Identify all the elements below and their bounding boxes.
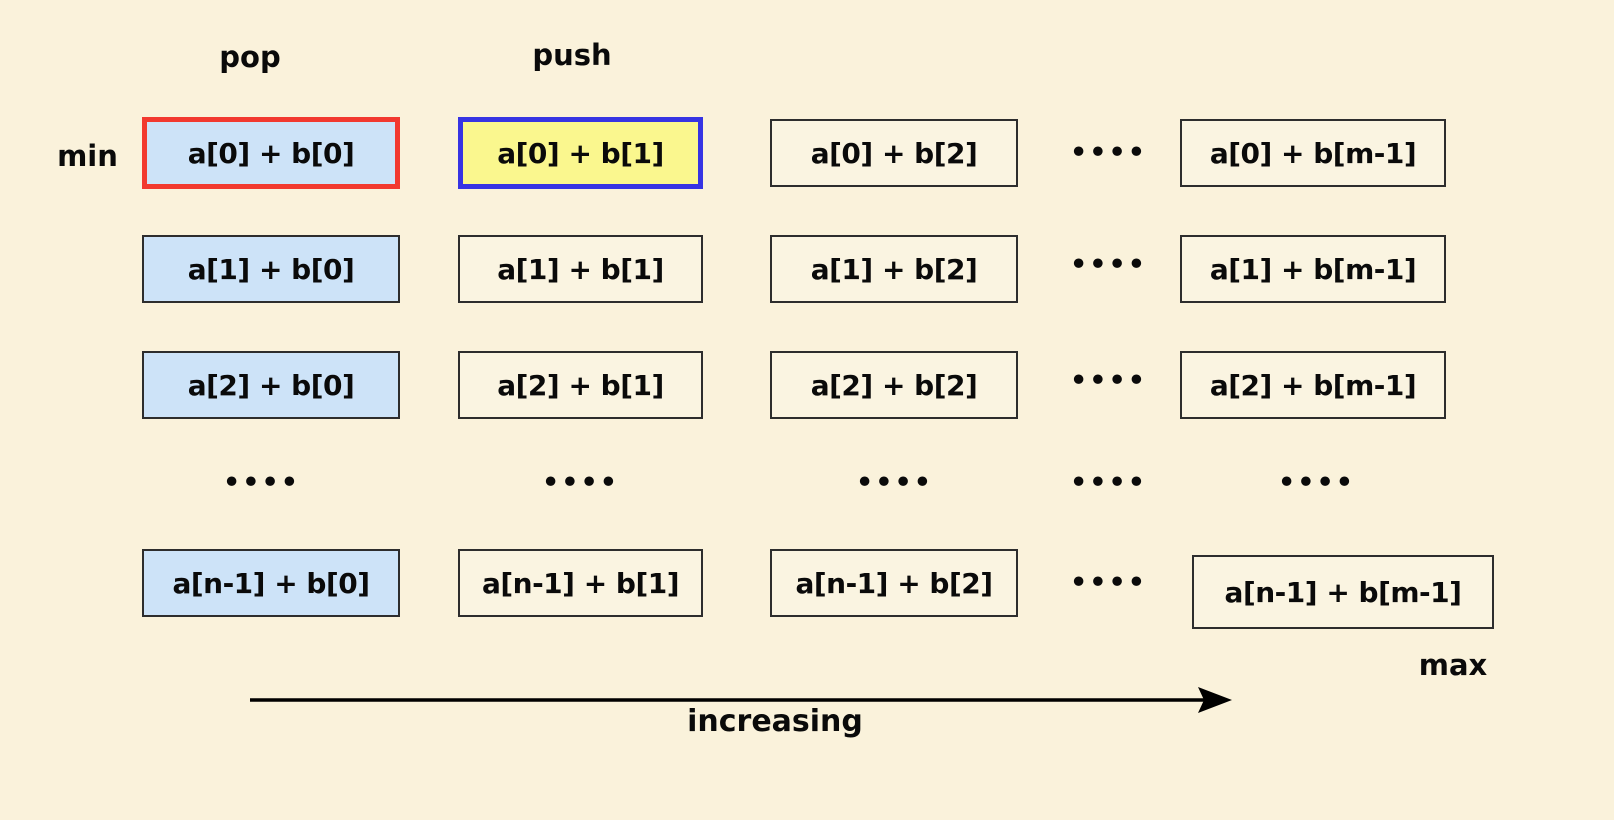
matrix-cell-4-0: a[n-1] + b[0] xyxy=(142,549,400,617)
matrix-cell-0-2: a[0] + b[2] xyxy=(770,119,1018,187)
ellipsis-dots: •••• xyxy=(1070,365,1148,396)
increasing-label: increasing xyxy=(687,704,863,739)
ellipsis-dots: •••• xyxy=(1070,137,1148,168)
matrix-cell-1-1: a[1] + b[1] xyxy=(458,235,703,303)
matrix-cell-0-1-pushed: a[0] + b[1] xyxy=(458,117,703,189)
min-label: min xyxy=(57,139,118,173)
ellipsis-dots: •••• xyxy=(1070,467,1148,498)
ellipsis-dots: •••• xyxy=(1070,567,1148,598)
matrix-cell-2-0: a[2] + b[0] xyxy=(142,351,400,419)
matrix-cell-4-2: a[n-1] + b[2] xyxy=(770,549,1018,617)
matrix-cell-2-3: a[2] + b[m-1] xyxy=(1180,351,1446,419)
ellipsis-dots: •••• xyxy=(542,467,620,498)
matrix-cell-1-0: a[1] + b[0] xyxy=(142,235,400,303)
matrix-cell-1-2: a[1] + b[2] xyxy=(770,235,1018,303)
ellipsis-dots: •••• xyxy=(856,467,934,498)
matrix-cell-2-2: a[2] + b[2] xyxy=(770,351,1018,419)
ellipsis-dots: •••• xyxy=(1278,467,1356,498)
ellipsis-dots: •••• xyxy=(1070,249,1148,280)
matrix-cell-1-3: a[1] + b[m-1] xyxy=(1180,235,1446,303)
matrix-cell-4-1: a[n-1] + b[1] xyxy=(458,549,703,617)
matrix-cell-0-3: a[0] + b[m-1] xyxy=(1180,119,1446,187)
matrix-cell-4-3: a[n-1] + b[m-1] xyxy=(1192,555,1494,629)
increasing-arrow-icon xyxy=(250,687,1232,713)
matrix-cell-2-1: a[2] + b[1] xyxy=(458,351,703,419)
pop-label: pop xyxy=(219,40,281,74)
max-label: max xyxy=(1418,648,1488,682)
matrix-cell-0-0-popped: a[0] + b[0] xyxy=(142,117,400,189)
ellipsis-dots: •••• xyxy=(223,467,301,498)
push-label: push xyxy=(532,38,612,72)
